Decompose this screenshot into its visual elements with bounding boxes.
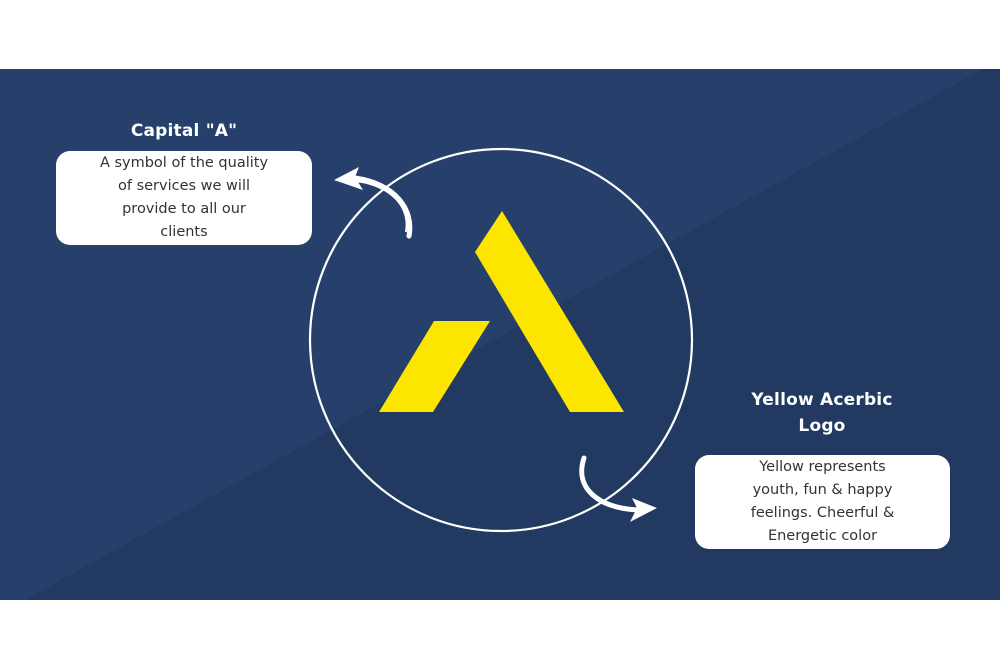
left-callout-line: provide to all our xyxy=(122,201,246,217)
left-callout-card: A symbol of the quality of services we w… xyxy=(56,151,312,245)
right-callout-title: Yellow Acerbic Logo xyxy=(712,387,932,439)
right-callout-card: Yellow represents youth, fun & happy fee… xyxy=(695,455,950,549)
capital-a-logo-icon xyxy=(379,211,624,412)
right-callout-line: youth, fun & happy xyxy=(752,482,893,498)
right-callout-title-line: Yellow Acerbic xyxy=(751,390,893,410)
right-callout-line: feelings. Cheerful & xyxy=(750,505,895,521)
curved-arrow-right-icon xyxy=(579,455,657,522)
left-callout-line: of services we will xyxy=(117,178,251,194)
left-callout-line: A symbol of the quality xyxy=(99,155,269,171)
right-callout-title-line: Logo xyxy=(798,416,846,436)
right-callout-line: Energetic color xyxy=(767,528,878,544)
curved-arrow-left-icon xyxy=(334,167,413,239)
logo-ring xyxy=(308,147,694,533)
left-callout-title: Capital "A" xyxy=(130,121,238,141)
right-callout-line: Yellow represents xyxy=(759,459,886,475)
left-callout-line: clients xyxy=(160,224,208,240)
